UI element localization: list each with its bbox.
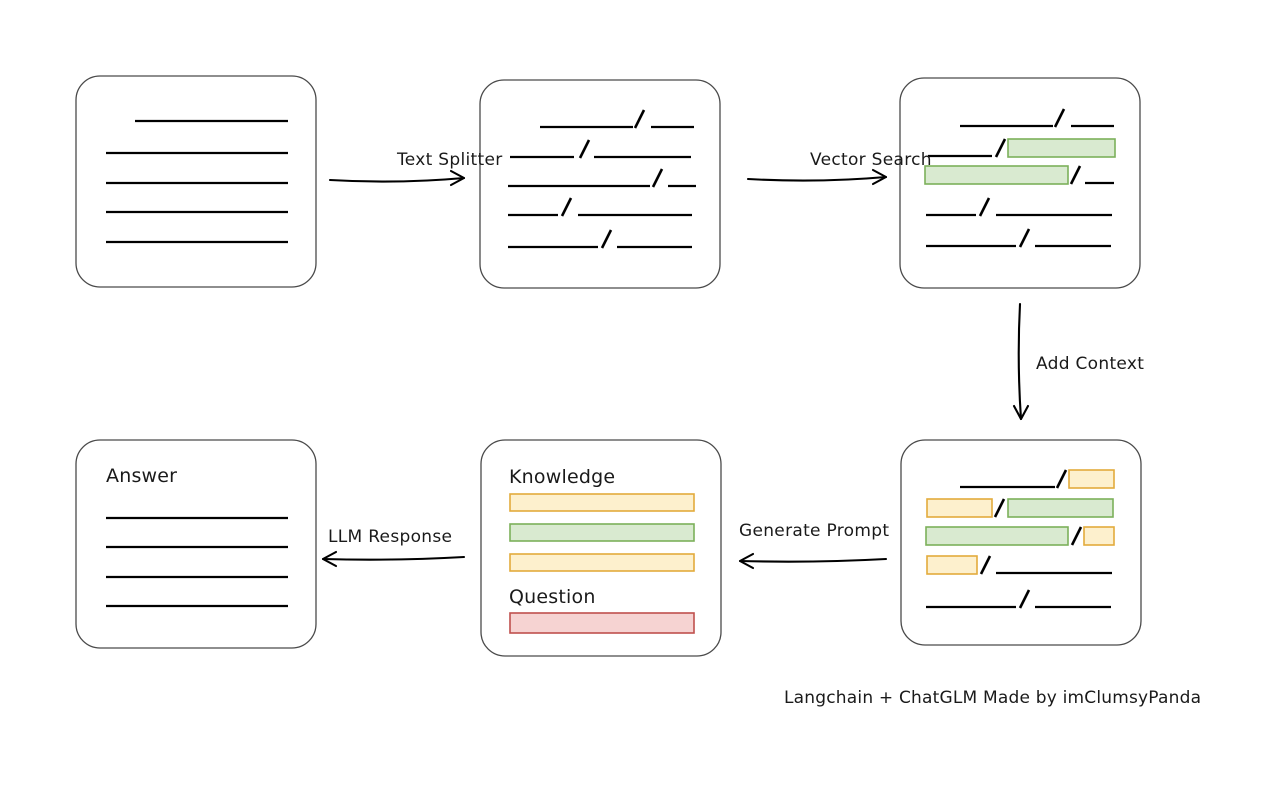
split-chunks-row-5 <box>508 229 692 249</box>
split-chunks-row-4 <box>508 197 692 217</box>
source-document-box <box>75 75 317 288</box>
text-splitter-label: Text Splitter <box>396 150 503 170</box>
generate-prompt-shaft <box>738 557 888 563</box>
context-chunks-row-2 <box>926 498 1114 518</box>
knowledge-heading: Knowledge <box>509 466 615 488</box>
slash-separator <box>1055 469 1068 489</box>
vector-matches-row-1 <box>960 108 1114 128</box>
slash-separator <box>1069 165 1082 185</box>
generate-prompt-label: Generate Prompt <box>739 521 889 541</box>
split-chunks-box <box>479 79 721 289</box>
highlight-green-chunk <box>1007 138 1116 158</box>
knowledge-bar-2 <box>509 523 695 542</box>
slash-separator <box>578 139 591 159</box>
llm-response-arrowhead <box>321 550 338 568</box>
text-splitter-arrowhead <box>449 169 466 187</box>
highlight-green-chunk <box>924 165 1069 185</box>
answer-frame <box>75 439 317 649</box>
slash-separator <box>1018 589 1031 609</box>
edge-add-context: Add Context <box>1012 302 1144 421</box>
edge-generate-prompt: Generate Prompt <box>738 521 889 570</box>
question-bar <box>509 612 695 634</box>
edge-llm-response: LLM Response <box>321 527 466 568</box>
split-chunks-row-3 <box>508 168 696 188</box>
edge-text-splitter: Text Splitter <box>328 150 503 187</box>
slash-separator <box>651 168 664 188</box>
slash-separator <box>993 498 1006 518</box>
vector-search-arrowhead <box>871 168 888 186</box>
vector-search-label: Vector Search <box>810 150 932 170</box>
vector-matches-row-3 <box>924 165 1114 185</box>
add-context-shaft <box>1017 302 1023 421</box>
generate-prompt-arrowhead <box>738 552 755 570</box>
vector-matches-row-4 <box>926 197 1112 217</box>
llm-response-label: LLM Response <box>328 527 452 547</box>
split-chunks-frame <box>479 79 721 289</box>
highlight-green-chunk <box>1007 498 1114 518</box>
vector-matches-row-5 <box>926 228 1111 248</box>
question-heading: Question <box>509 586 596 608</box>
text-splitter-shaft <box>328 176 466 183</box>
context-chunks-row-3 <box>925 526 1115 546</box>
vector-matches-row-2 <box>928 138 1116 158</box>
add-context-label: Add Context <box>1036 354 1144 374</box>
slash-separator <box>978 197 991 217</box>
highlight-green-chunk <box>925 526 1069 546</box>
slash-separator <box>560 197 573 217</box>
context-chunks-row-5 <box>926 589 1111 609</box>
source-document-frame <box>75 75 317 288</box>
answer-box: Answer <box>75 439 317 649</box>
slash-separator <box>979 555 992 575</box>
highlight-yellow-chunk <box>1083 526 1115 546</box>
context-chunks-row-4 <box>926 555 1112 575</box>
knowledge-bar-3 <box>509 553 695 572</box>
context-chunks-row-1 <box>960 469 1115 489</box>
slash-separator <box>1018 228 1031 248</box>
vector-matched-chunks-box <box>899 77 1141 289</box>
vector-search-shaft <box>746 175 888 182</box>
slash-separator <box>1070 526 1083 546</box>
slash-separator <box>633 109 646 129</box>
diagram-caption: Langchain + ChatGLM Made by imClumsyPand… <box>784 688 1201 708</box>
knowledge-bar-1 <box>509 493 695 512</box>
context-added-chunks-box <box>900 439 1142 646</box>
edge-vector-search: Vector Search <box>746 150 932 186</box>
split-chunks-row-2 <box>510 139 691 159</box>
slash-separator <box>600 229 613 249</box>
add-context-arrowhead <box>1012 404 1030 421</box>
highlight-yellow-chunk <box>926 498 993 518</box>
split-chunks-row-1 <box>540 109 694 129</box>
slash-separator <box>994 138 1007 158</box>
highlight-yellow-chunk <box>1068 469 1115 489</box>
slash-separator <box>1053 108 1066 128</box>
llm-response-shaft <box>321 555 466 561</box>
highlight-yellow-chunk <box>926 555 978 575</box>
answer-heading: Answer <box>106 465 177 487</box>
